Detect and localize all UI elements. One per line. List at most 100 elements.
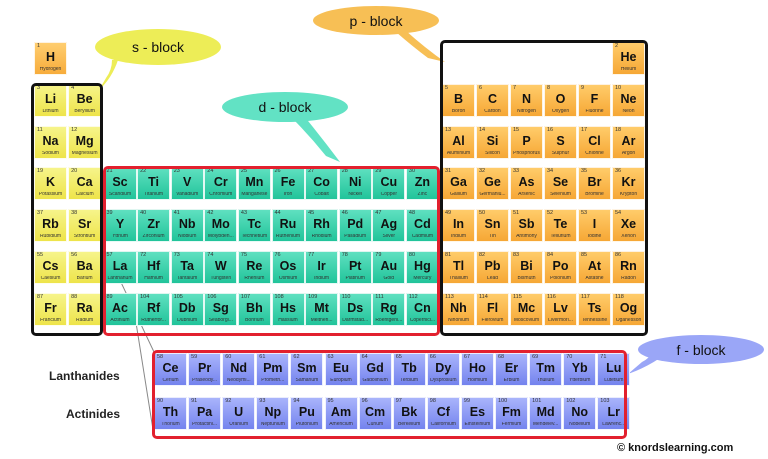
atomic-number: 23 xyxy=(173,168,180,175)
atomic-number: 78 xyxy=(341,252,348,258)
element-name: Radon xyxy=(621,276,636,281)
element-symbol: S xyxy=(556,133,565,148)
element-name: Arsenic xyxy=(518,192,535,198)
atomic-number: 73 xyxy=(173,252,180,258)
element-symbol: Ca xyxy=(76,175,93,190)
element-symbol: F xyxy=(590,91,599,106)
atomic-number: 61 xyxy=(259,354,266,360)
atomic-number: 79 xyxy=(375,252,382,258)
element-name: Zirconium xyxy=(142,234,165,240)
element-name: Iodine xyxy=(587,234,602,240)
atomic-number: 20 xyxy=(71,168,78,175)
element-symbol: Hg xyxy=(414,259,431,273)
atomic-number: 77 xyxy=(308,252,315,258)
element-name: Selenium xyxy=(550,192,571,198)
element-symbol: As xyxy=(518,175,535,190)
atomic-number: 10 xyxy=(615,84,622,91)
element-name: Chlorine xyxy=(585,150,604,156)
atomic-number: 71 xyxy=(600,354,607,360)
element-symbol: No xyxy=(571,405,589,419)
element-symbol: Ta xyxy=(180,259,195,273)
element-symbol: I xyxy=(592,217,597,232)
element-name: Seaborgi... xyxy=(208,317,233,323)
atomic-number: 107 xyxy=(240,293,251,300)
atomic-number: 110 xyxy=(341,293,351,300)
d-block-label: d - block xyxy=(222,92,348,122)
element-name: Uranium xyxy=(229,422,249,427)
atomic-number: 9 xyxy=(581,84,585,91)
element-name: Bohrium xyxy=(245,317,264,323)
element-name: Lanthanum xyxy=(107,276,133,281)
element-symbol: He xyxy=(620,50,637,64)
p-block-callout-arrow xyxy=(396,30,445,62)
atomic-number: 70 xyxy=(566,354,573,360)
lanthanides-label: Lanthanides xyxy=(49,369,120,383)
atomic-number: 106 xyxy=(207,293,217,300)
element-symbol: Ac xyxy=(112,300,128,315)
atomic-number: 5 xyxy=(445,84,449,91)
element-symbol: Zr xyxy=(147,217,160,232)
element-name: Copper xyxy=(380,192,397,198)
element-name: Technetium xyxy=(241,234,268,240)
atomic-number: 52 xyxy=(547,210,554,217)
element-symbol: Ni xyxy=(348,175,362,190)
element-name: Plutonium xyxy=(295,422,318,427)
element-name: Radium xyxy=(75,317,94,323)
element-name: Oxygen xyxy=(551,108,570,114)
atomic-number: 94 xyxy=(293,398,300,404)
atomic-number: 98 xyxy=(429,398,436,404)
element-symbol: Pm xyxy=(263,361,283,375)
element-name: Platinum xyxy=(345,276,365,281)
element-name: Molybden... xyxy=(207,234,234,240)
element-symbol: Ds xyxy=(347,300,364,315)
atomic-number: 100 xyxy=(498,398,508,404)
element-symbol: Ho xyxy=(469,361,486,375)
element-symbol: Pd xyxy=(347,217,364,232)
atomic-number: 38 xyxy=(71,210,78,217)
element-name: Phosphorus xyxy=(513,150,540,156)
atomic-number: 59 xyxy=(191,354,198,360)
element-symbol: Tc xyxy=(247,217,262,232)
atomic-number: 39 xyxy=(106,210,113,217)
element-symbol: Nd xyxy=(230,361,248,375)
atomic-number: 105 xyxy=(173,293,183,300)
element-name: Chromium xyxy=(209,192,233,198)
atomic-number: 109 xyxy=(308,293,318,300)
atomic-number: 86 xyxy=(615,252,622,258)
element-symbol: Tl xyxy=(452,259,465,273)
element-name: Lead xyxy=(486,276,499,281)
atomic-number: 116 xyxy=(547,293,556,300)
element-name: Thulium xyxy=(536,378,555,383)
element-name: Californium xyxy=(430,422,456,427)
element-symbol: Fr xyxy=(44,300,57,315)
atomic-number: 8 xyxy=(547,84,551,91)
element-name: Praseody... xyxy=(192,378,218,383)
atomic-number: 66 xyxy=(429,354,436,360)
atomic-number: 48 xyxy=(408,210,416,217)
element-name: Fermium xyxy=(501,422,522,427)
atomic-number: 40 xyxy=(140,210,147,217)
